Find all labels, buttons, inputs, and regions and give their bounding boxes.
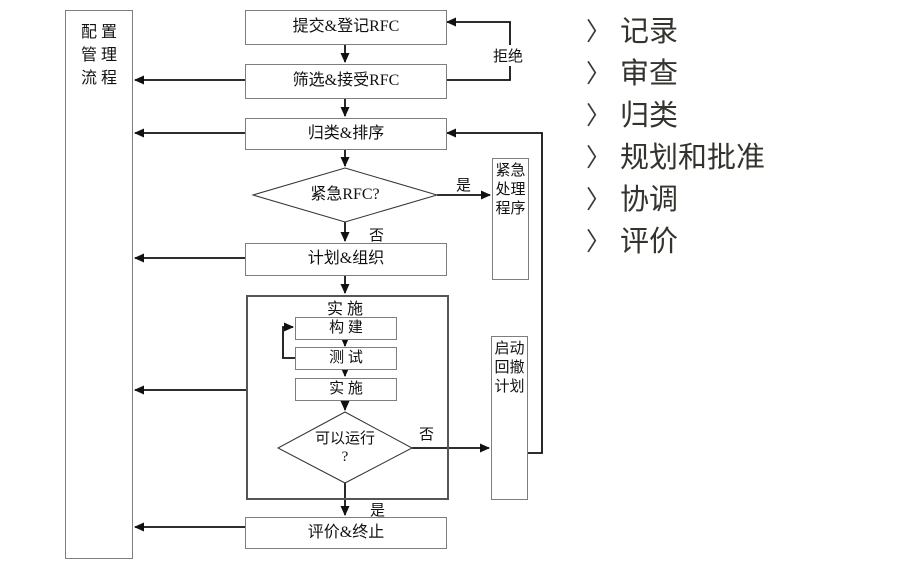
emergency-procedure-box: 紧急 处理 程序: [492, 158, 529, 280]
emergency-procedure-label: 紧急 处理 程序: [495, 163, 526, 217]
chevron-bullet-icon: 〉: [586, 145, 612, 172]
submit-register-rfc-label: 提交&登记RFC: [292, 18, 400, 36]
list-item: 〉 规划和批准: [586, 134, 765, 176]
list-item: 〉 协调: [586, 176, 765, 218]
process-activities-list: 〉 记录 〉 审查 〉 归类 〉 规划和批准 〉 协调 〉 评价: [586, 8, 765, 260]
list-item-label: 协调: [620, 184, 679, 216]
urgent-yes-edge-label: 是: [456, 178, 472, 194]
list-item-label: 规划和批准: [620, 142, 766, 174]
chevron-bullet-icon: 〉: [586, 187, 612, 214]
deploy-label: 实 施: [329, 380, 363, 397]
urgent-no-edge-label: 否: [369, 228, 385, 244]
config-management-process-label: 配 置 管 理 流 程: [80, 24, 117, 87]
urgent-rfc-decision-label: 紧急RFC?: [310, 186, 380, 203]
chevron-bullet-icon: 〉: [586, 229, 612, 256]
list-item-label: 记录: [620, 16, 679, 48]
list-item: 〉 评价: [586, 218, 765, 260]
chevron-bullet-icon: 〉: [586, 19, 612, 46]
evaluate-terminate-label: 评价&终止: [307, 523, 385, 541]
plan-organize-box: 计划&组织: [245, 243, 447, 276]
arrow-rollback-to-classify: [446, 128, 543, 454]
can-run-decision-label: 可以运行 ?: [314, 430, 375, 465]
deploy-box: 实 施: [295, 378, 397, 401]
can-run-decision-diamond: [276, 411, 414, 484]
urgent-rfc-decision-diamond: [251, 167, 439, 223]
test-label: 测 试: [329, 349, 363, 366]
chevron-bullet-icon: 〉: [586, 103, 612, 130]
config-management-process-box: 配 置 管 理 流 程: [65, 10, 133, 559]
implementation-group-box: [246, 295, 449, 500]
plan-organize-label: 计划&组织: [307, 250, 385, 268]
screen-accept-rfc-label: 筛选&接受RFC: [292, 72, 400, 90]
run-yes-edge-label: 是: [370, 503, 386, 519]
list-item: 〉 归类: [586, 92, 765, 134]
list-item-label: 归类: [620, 100, 679, 132]
urgent-rfc-decision-label-wrap: 紧急RFC?: [253, 168, 437, 222]
classify-sort-label: 归类&排序: [307, 124, 385, 142]
implementation-group-title: 实 施: [326, 301, 363, 318]
list-item: 〉 审查: [586, 50, 765, 92]
can-run-decision-label-wrap: 可以运行 ?: [278, 412, 412, 483]
reject-edge-label: 拒绝: [492, 45, 525, 66]
test-box: 测 试: [295, 347, 397, 370]
submit-register-rfc-box: 提交&登记RFC: [245, 10, 447, 45]
rollback-plan-label: 启动 回撤 计划: [494, 341, 525, 395]
list-item: 〉 记录: [586, 8, 765, 50]
classify-sort-box: 归类&排序: [245, 118, 447, 150]
chevron-bullet-icon: 〉: [586, 61, 612, 88]
build-label: 构 建: [329, 319, 363, 336]
list-item-label: 评价: [620, 226, 679, 258]
screen-accept-rfc-box: 筛选&接受RFC: [245, 64, 447, 99]
arrow-test-loop-to-build: [282, 322, 295, 359]
rollback-plan-box: 启动 回撤 计划: [491, 336, 528, 500]
list-item-label: 审查: [620, 58, 679, 90]
run-no-edge-label: 否: [419, 427, 435, 443]
build-box: 构 建: [295, 317, 397, 340]
evaluate-terminate-box: 评价&终止: [245, 517, 447, 549]
